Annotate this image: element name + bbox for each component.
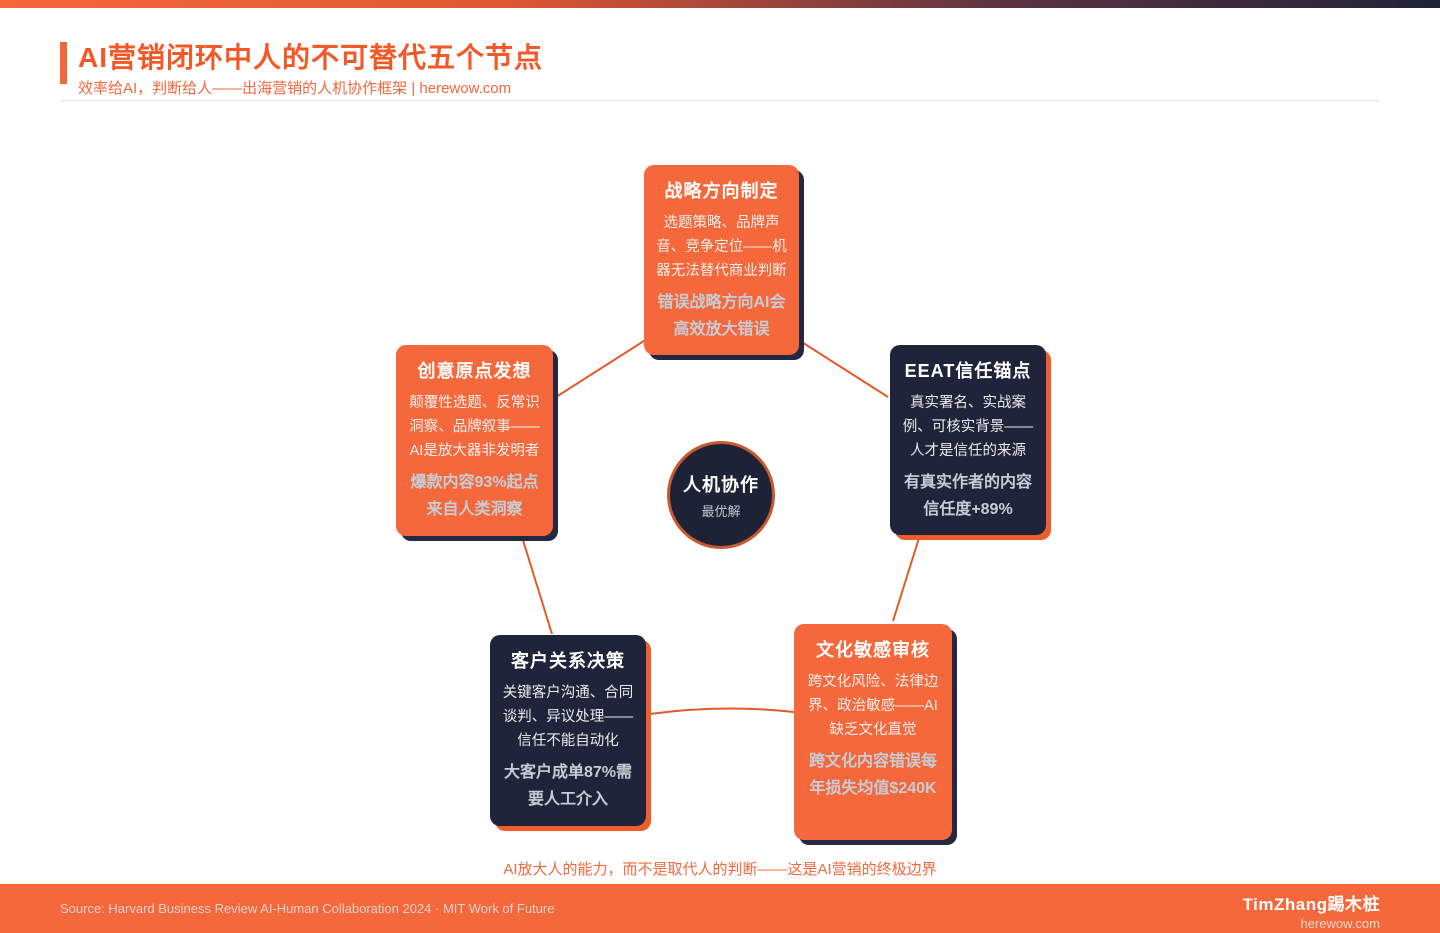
node-eeat-body: 真实署名、实战案例、可核实背景——人才是信任的来源 <box>902 395 1034 459</box>
title-accent-bar <box>60 42 67 84</box>
connector-strategy-eeat <box>796 338 889 398</box>
node-strategy: 战略方向制定 选题策略、品牌声音、竞争定位——机器无法替代商业判断 错误战略方向… <box>644 165 799 355</box>
node-customer-highlight: 大客户成单87%需要人工介入 <box>503 764 633 808</box>
node-customer-title: 客户关系决策 <box>511 651 625 671</box>
center-circle-title: 人机协作 <box>683 474 759 495</box>
node-strategy-highlight: 错误战略方向AI会高效放大错误 <box>657 294 786 338</box>
node-eeat-title: EEAT信任锚点 <box>904 361 1032 381</box>
connector-strategy-creative <box>555 338 648 398</box>
footer-site-url: herewow.com <box>1300 916 1380 931</box>
connector-eeat-culture <box>892 537 920 622</box>
page-title: AI营销闭环中人的不可替代五个节点 <box>78 42 544 73</box>
footer-brand-name: TimZhang踢木桩 <box>1242 895 1380 914</box>
node-strategy-body: 选题策略、品牌声音、竞争定位——机器无法替代商业判断 <box>656 215 787 279</box>
top-gradient-strip <box>0 0 1440 8</box>
footer-source-text: Source: Harvard Business Review AI-Human… <box>60 901 555 916</box>
node-creative: 创意原点发想 颠覆性选题、反常识洞察、品牌叙事——AI是放大器非发明者 爆款内容… <box>396 345 553 536</box>
bottom-footnote: AI放大人的能力，而不是取代人的判断——这是AI营销的终极边界 <box>503 861 937 878</box>
node-creative-title: 创意原点发想 <box>417 361 532 381</box>
node-eeat-highlight: 有真实作者的内容信任度+89% <box>903 474 1032 518</box>
node-culture: 文化敏感审核 跨文化风险、法律边界、政治敏感——AI缺乏文化直觉 跨文化内容错误… <box>794 624 952 840</box>
connector-creative-customer <box>521 536 553 635</box>
footer-bar: Source: Harvard Business Review AI-Human… <box>0 884 1440 933</box>
node-creative-highlight: 爆款内容93%起点来自人类洞察 <box>410 474 539 518</box>
node-customer: 客户关系决策 关键客户沟通、合同谈判、异议处理——信任不能自动化 大客户成单87… <box>490 635 646 826</box>
header-divider <box>60 100 1380 101</box>
center-circle-subtitle: 最优解 <box>701 503 741 519</box>
center-circle: 人机协作 最优解 <box>667 441 775 549</box>
node-eeat: EEAT信任锚点 真实署名、实战案例、可核实背景——人才是信任的来源 有真实作者… <box>890 345 1046 535</box>
page-subtitle: 效率给AI，判断给人——出海营销的人机协作框架 | herewow.com <box>78 80 512 97</box>
node-culture-body: 跨文化风险、法律边界、政治敏感——AI缺乏文化直觉 <box>807 674 939 738</box>
node-culture-highlight: 跨文化内容错误每年损失均值$240K <box>808 753 937 797</box>
node-customer-body: 关键客户沟通、合同谈判、异议处理——信任不能自动化 <box>502 685 634 749</box>
footer-brand-block: TimZhang踢木桩 herewow.com <box>1243 890 1380 931</box>
node-strategy-title: 战略方向制定 <box>664 181 779 201</box>
node-culture-title: 文化敏感审核 <box>816 640 930 660</box>
connector-customer-culture <box>649 707 795 715</box>
node-creative-body: 颠覆性选题、反常识洞察、品牌叙事——AI是放大器非发明者 <box>409 395 540 459</box>
